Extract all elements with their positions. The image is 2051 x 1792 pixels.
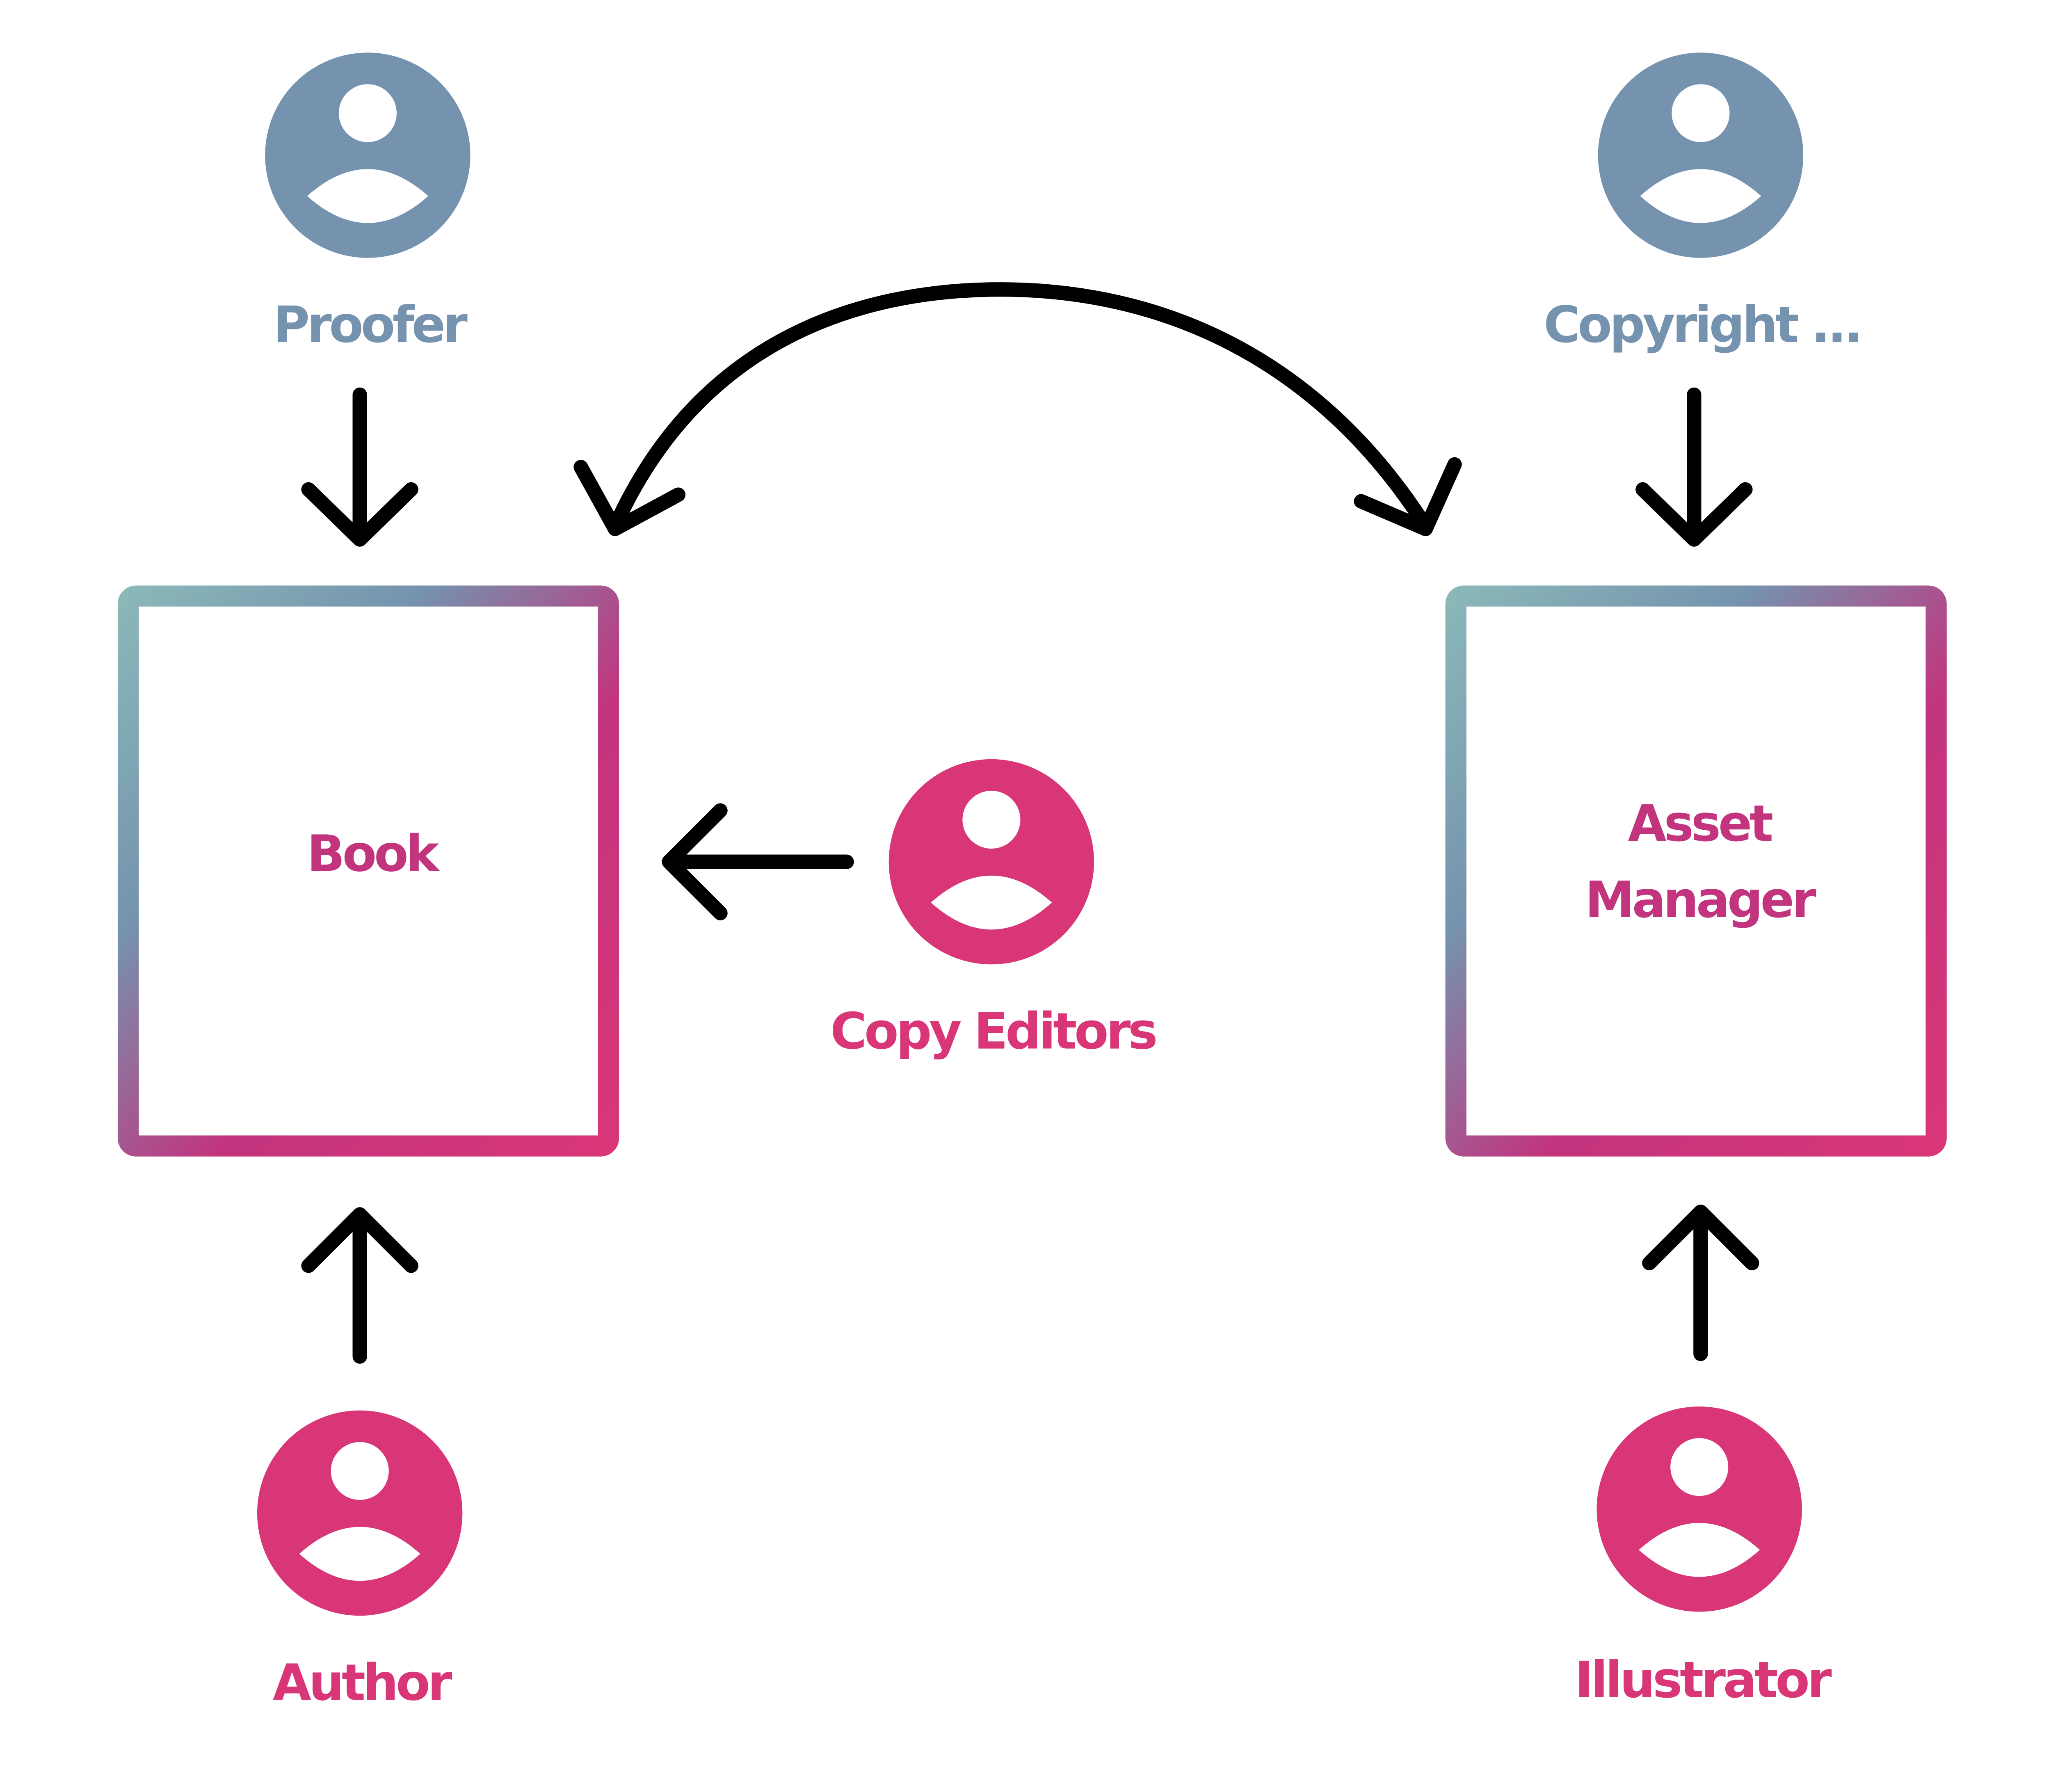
copyright-label: Copyright ... xyxy=(1544,296,1860,354)
copyright-actor: Copyright ... xyxy=(1544,53,1863,354)
copy-editors-actor: Copy Editors xyxy=(830,759,1158,1061)
proofer-actor: Proofer xyxy=(265,53,470,354)
illustrator-actor: Illustrator xyxy=(1575,1406,1834,1709)
arrow-copy-editors-to-book xyxy=(662,803,854,920)
arrow-book-asset-manager-bidirectional xyxy=(573,282,1462,536)
copy-editors-label: Copy Editors xyxy=(830,1002,1156,1061)
user-circle-icon xyxy=(265,53,470,258)
arrow-author-to-book xyxy=(301,1207,418,1364)
asset-manager-box: Asset Manager xyxy=(1445,585,1947,1157)
user-circle-icon xyxy=(1598,53,1804,258)
user-circle-icon xyxy=(888,759,1094,965)
illustrator-label: Illustrator xyxy=(1575,1651,1832,1709)
asset-manager-label-line2: Manager xyxy=(1585,871,1816,929)
arrow-proofer-to-book xyxy=(301,387,418,547)
arrow-illustrator-to-asset-manager xyxy=(1642,1204,1759,1361)
author-label: Author xyxy=(273,1653,452,1712)
arrow-copyright-to-asset-manager xyxy=(1635,387,1753,547)
book-box: Book xyxy=(117,585,619,1157)
asset-manager-box-frame xyxy=(1445,585,1947,1157)
user-circle-icon xyxy=(1596,1406,1802,1612)
book-label: Book xyxy=(307,825,440,883)
user-circle-icon xyxy=(257,1410,463,1616)
book-box-frame xyxy=(117,585,619,1157)
asset-manager-label-line1: Asset xyxy=(1628,794,1772,853)
proofer-label: Proofer xyxy=(273,296,468,354)
author-actor: Author xyxy=(257,1410,463,1712)
